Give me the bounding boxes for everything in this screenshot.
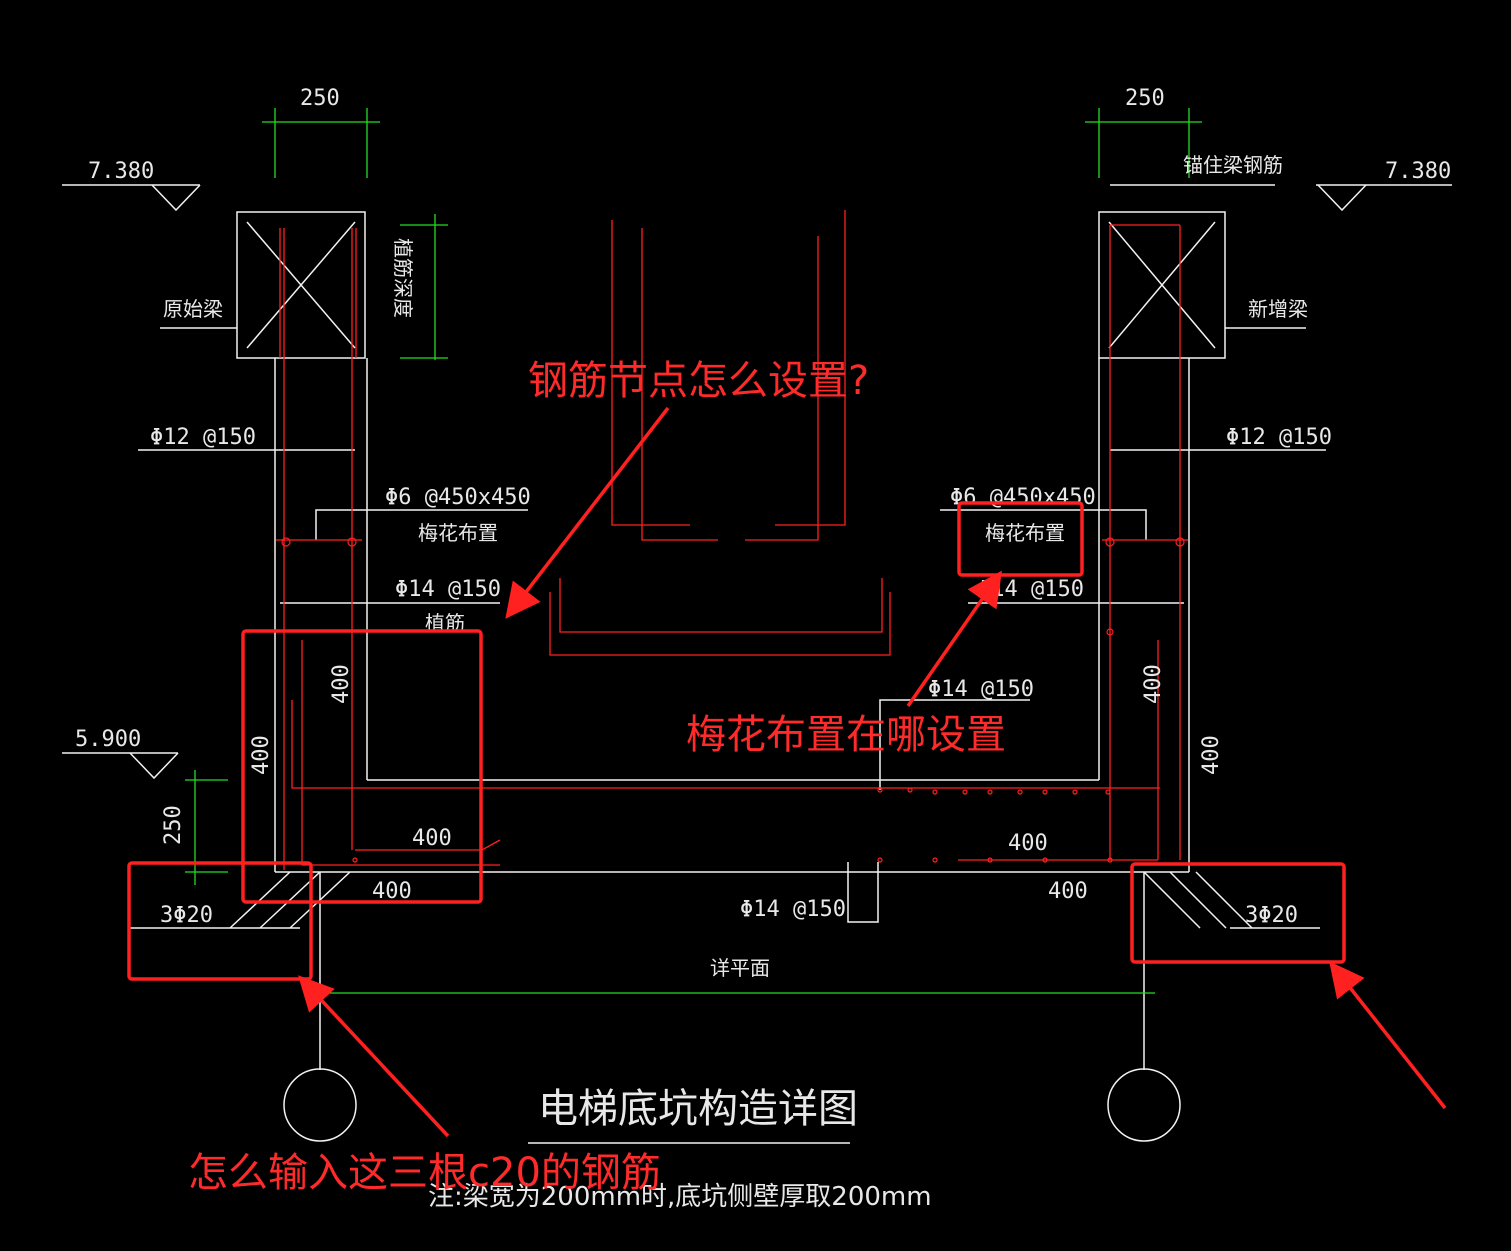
dim-left-wall-400: 400 <box>329 664 354 704</box>
label-anchor-beam-rebar: 锚住梁钢筋 <box>1183 153 1283 177</box>
dim-right-bottom-400: 400 <box>1048 879 1088 904</box>
highlight-left-corner-node <box>241 629 483 904</box>
label-right-inner-rebar: Φ14 @150 <box>928 677 1034 702</box>
rebar-lines <box>276 210 1188 870</box>
arrow-plum-question <box>906 570 1002 707</box>
label-right-horiz-rebar: Φ14 @150 <box>978 577 1084 602</box>
dim-left-outer-400: 400 <box>249 735 274 775</box>
label-new-beam: 新增梁 <box>1248 297 1308 321</box>
label-slab-rebar: Φ14 @150 <box>740 897 846 922</box>
dim-left-height-250: 250 <box>161 805 186 845</box>
axis-bubble-left <box>283 1068 357 1142</box>
annotation-c20-input: 怎么输入这三根c20的钢筋 <box>188 1150 661 1196</box>
label-right-tie-layout: 梅花布置 <box>985 521 1065 545</box>
label-right-corner-bars: 3Φ20 <box>1245 903 1298 928</box>
elev-left-top: 7.380 <box>88 159 154 184</box>
structure-lines <box>62 184 1452 1144</box>
label-left-tie-layout: 梅花布置 <box>418 521 498 545</box>
right-new-beam <box>1098 211 1226 359</box>
annotation-marks <box>127 406 1447 1138</box>
label-left-horiz-rebar: Φ14 @150 <box>395 577 501 602</box>
drawing-note: 注:梁宽为200mm时,底坑侧壁厚取200mm <box>428 1182 932 1212</box>
highlight-left-c20 <box>127 861 313 981</box>
label-plan: 详平面 <box>710 956 770 980</box>
annotation-rebar-node: 钢筋节点怎么设置? <box>528 358 869 404</box>
dimension-lines <box>185 108 1202 994</box>
elev-right-top: 7.380 <box>1385 159 1451 184</box>
dim-left-slab-400: 400 <box>412 826 452 851</box>
arrow-node-question <box>505 406 670 619</box>
annotation-plum-layout: 梅花布置在哪设置 <box>686 712 1006 758</box>
axis-bubble-right <box>1107 1068 1181 1142</box>
dim-right-wall-400: 400 <box>1141 664 1166 704</box>
label-anchor-depth: 植筋深度 <box>391 238 415 318</box>
elev-left-bottom: 5.900 <box>75 727 141 752</box>
highlight-right-c20 <box>1130 862 1346 964</box>
arrow-c20-right <box>1329 961 1447 1110</box>
dim-right-slab-400: 400 <box>1008 831 1048 856</box>
dim-right-top-width: 250 <box>1125 86 1165 111</box>
label-left-vert-rebar: Φ12 @150 <box>150 425 256 450</box>
label-right-tie: Φ6 @450x450 <box>950 485 1096 510</box>
rebar-dots <box>281 537 1185 863</box>
arrow-c20-left <box>298 975 450 1138</box>
label-left-corner-bars: 3Φ20 <box>160 903 213 928</box>
dim-left-bottom-400: 400 <box>372 879 412 904</box>
left-original-beam <box>236 211 366 359</box>
label-left-tie: Φ6 @450x450 <box>385 485 531 510</box>
label-original-beam: 原始梁 <box>163 297 223 321</box>
label-right-vert-rebar: Φ12 @150 <box>1226 425 1332 450</box>
cad-text: 250 250 7.380 7.380 5.900 原始梁 新增梁 锚住梁钢筋 … <box>75 86 1451 1212</box>
dim-right-outer-400: 400 <box>1199 735 1224 775</box>
annotation-text: 钢筋节点怎么设置? 梅花布置在哪设置 怎么输入这三根c20的钢筋 <box>188 358 1006 1196</box>
drawing-title: 电梯底坑构造详图 <box>538 1086 858 1132</box>
dim-left-top-width: 250 <box>300 86 340 111</box>
highlight-plum-layout <box>957 501 1084 577</box>
